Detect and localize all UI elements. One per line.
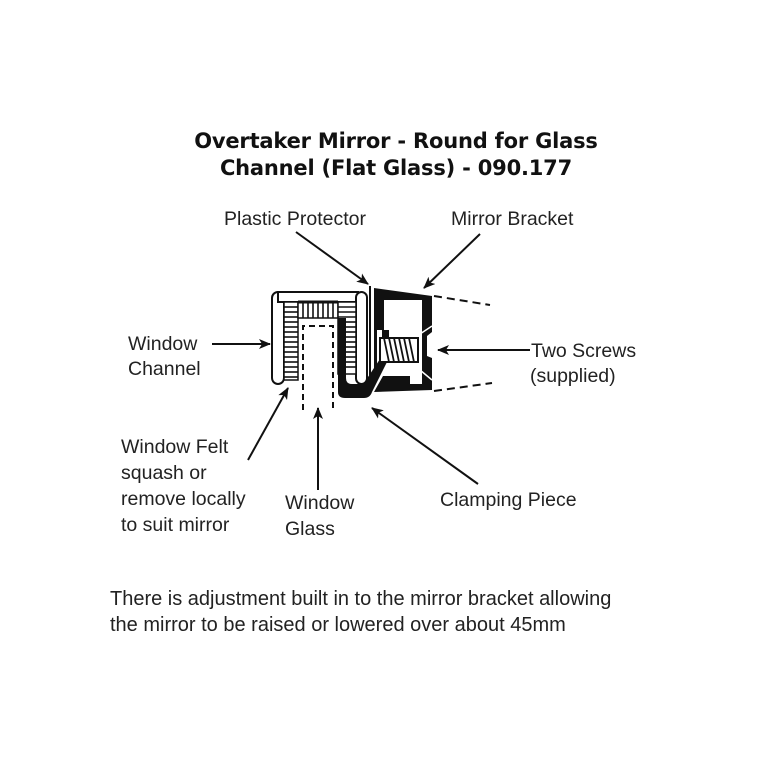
leader-clamping-piece: [371, 407, 479, 485]
window-channel-right-lip: [355, 291, 368, 385]
label-clamping-piece: Clamping Piece: [440, 489, 577, 511]
mirror-extension-top: [433, 295, 491, 306]
label-window-glass-line-2: Glass: [285, 518, 335, 540]
diagram-title-line-1: Overtaker Mirror - Round for Glass: [194, 129, 598, 153]
label-window-channel-line-1: Window: [128, 333, 198, 355]
label-window-felt-line-1: Window Felt: [121, 436, 229, 458]
leader-plastic-protector: [295, 231, 369, 285]
label-window-channel-line-2: Channel: [128, 358, 201, 380]
label-two-screws-line-2: (supplied): [530, 365, 616, 387]
label-mirror-bracket: Mirror Bracket: [451, 208, 574, 230]
screw: [379, 337, 419, 363]
leader-window-felt: [247, 387, 289, 461]
leader-mirror-bracket: [423, 233, 481, 289]
window-glass-outline: [302, 325, 334, 410]
clamping-piece: [338, 318, 389, 398]
window-felt-left: [283, 301, 299, 381]
label-plastic-protector: Plastic Protector: [224, 208, 366, 230]
label-window-felt-line-3: remove locally: [121, 488, 246, 510]
diagram-title-line-2: Channel (Flat Glass) - 090.177: [219, 156, 573, 180]
mirror-bracket: [374, 288, 432, 392]
adjustment-note-line-1: There is adjustment built in to the mirr…: [110, 588, 612, 610]
adjustment-note-line-2: the mirror to be raised or lowered over …: [110, 614, 566, 636]
mirror-extension-bottom: [433, 382, 493, 392]
label-window-felt-line-2: squash or: [121, 462, 207, 484]
label-window-glass-line-1: Window: [285, 492, 355, 514]
label-window-felt-line-4: to suit mirror: [121, 514, 230, 536]
window-channel-left-lip: [271, 291, 285, 385]
label-two-screws-line-1: Two Screws: [531, 340, 637, 362]
window-felt-top: [297, 300, 339, 319]
